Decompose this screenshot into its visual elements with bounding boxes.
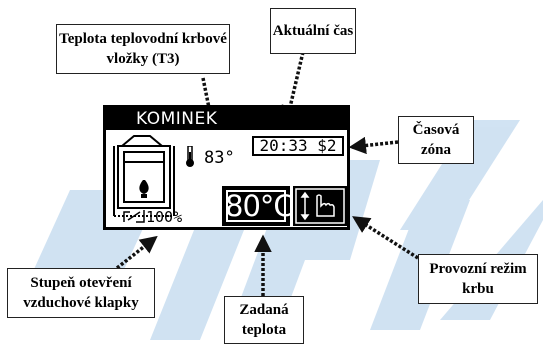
lcd-display: KOMINEK 83° 20:33 $2 100% <box>103 105 350 230</box>
thermometer-icon <box>186 146 194 167</box>
label-operating-mode: Provozní režim krbu <box>418 254 538 304</box>
insert-temperature: 83° <box>204 148 235 168</box>
operating-mode <box>293 186 347 226</box>
label-time-zone: Časová zóna <box>398 116 474 164</box>
label-damper-opening: Stupeň otevření vzduchové klapky <box>7 268 155 318</box>
arrow-damper <box>115 235 158 270</box>
arrow-timezone <box>348 136 399 155</box>
clock-box: 20:33 $2 <box>252 136 344 156</box>
set-temperature: 80°C <box>222 186 294 226</box>
label-set-temperature: Zadaná teplota <box>224 296 304 344</box>
label-t3: Teplota teplovodní krbové vložky (T3) <box>56 24 230 74</box>
arrow-mode <box>352 216 419 260</box>
damper-opening: 100% <box>146 208 183 226</box>
clock-time: 20:33 <box>259 136 308 155</box>
label-current-time: Aktuální čas <box>270 8 356 54</box>
fireplace-insert-icon <box>113 135 175 217</box>
lcd-title-bar: KOMINEK <box>106 108 347 130</box>
arrow-time <box>281 51 305 124</box>
time-zone: $2 <box>317 136 337 155</box>
damper-icon <box>123 210 145 223</box>
lcd-title: KOMINEK <box>136 109 218 129</box>
hand-pointer-icon <box>295 188 345 224</box>
